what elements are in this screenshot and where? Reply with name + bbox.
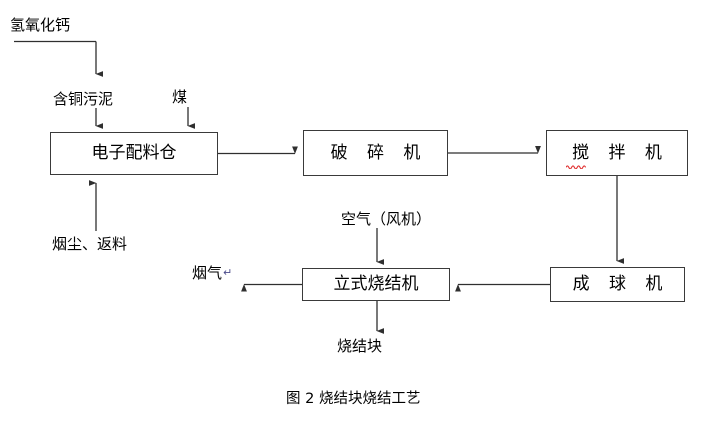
flow-label-text-calcium-hydroxide: 氢氧化钙 bbox=[10, 16, 71, 34]
flow-label-air-blower: 空气（风机） bbox=[341, 212, 431, 227]
flow-label-sinter-block: 烧结块 bbox=[337, 339, 382, 354]
flow-label-text-coal: 煤 bbox=[172, 88, 188, 106]
node-label-batching: 电子配料仓 bbox=[91, 143, 177, 163]
flow-label-text-dust-return: 烟尘、返料 bbox=[52, 235, 128, 253]
node-label-mixer: 搅 拌 机 bbox=[572, 142, 669, 163]
node-label-sintering: 立式烧结机 bbox=[333, 274, 419, 294]
node-electronic-batching-bin[interactable]: 电子配料仓 bbox=[50, 132, 218, 175]
paragraph-mark-icon: ↵ bbox=[223, 266, 233, 279]
figure-caption-text: 图 2 烧结块烧结工艺 bbox=[286, 391, 421, 407]
flow-label-dust-and-return-material: 烟尘、返料 bbox=[52, 237, 127, 252]
flow-label-coal: 煤 bbox=[172, 90, 187, 105]
node-pelletizer[interactable]: 成 球 机 bbox=[550, 267, 685, 302]
node-mixer[interactable]: 搅 拌 机 bbox=[546, 130, 688, 176]
node-crusher[interactable]: 破 碎 机 bbox=[303, 130, 448, 176]
flow-label-text-flue-gas: 烟气 bbox=[192, 264, 223, 282]
flow-label-text-air-blower: 空气（风机） bbox=[341, 210, 432, 228]
flow-label-flue-gas: 烟气↵ bbox=[192, 266, 232, 281]
flow-label-text-copper-sludge: 含铜污泥 bbox=[53, 90, 114, 108]
node-vertical-sintering-machine[interactable]: 立式烧结机 bbox=[302, 268, 450, 301]
flow-label-text-sinter-block: 烧结块 bbox=[337, 337, 383, 355]
node-label-pelletizer: 成 球 机 bbox=[572, 274, 670, 294]
flow-label-copper-sludge: 含铜污泥 bbox=[53, 92, 113, 107]
flow-label-calcium-hydroxide: 氢氧化钙 bbox=[10, 18, 70, 33]
node-label-crusher: 破 碎 机 bbox=[330, 142, 428, 163]
figure-caption: 图 2 烧结块烧结工艺 bbox=[286, 392, 420, 407]
connector-calcium-hydroxide-to-sludge bbox=[14, 40, 104, 77]
